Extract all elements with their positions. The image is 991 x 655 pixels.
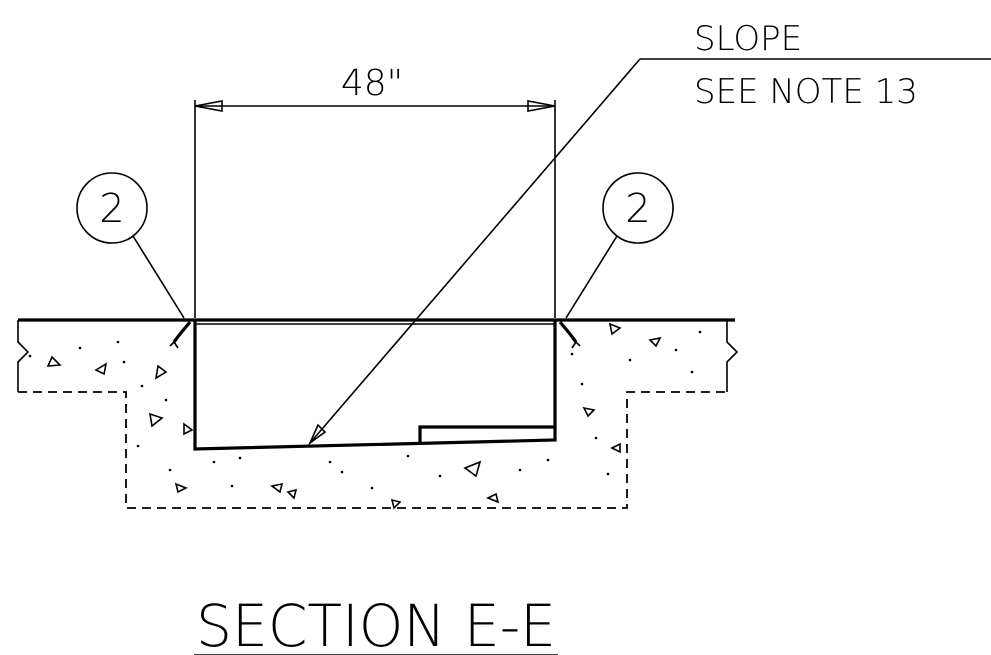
right-callout-label: 2 <box>625 186 650 232</box>
slope-leader: SLOPE SEE NOTE 13 <box>308 19 991 446</box>
section-title: SECTION E-E <box>196 592 556 655</box>
concrete-hatch <box>28 322 702 510</box>
slope-label: SLOPE <box>694 19 802 59</box>
left-callout-label: 2 <box>99 186 124 232</box>
width-dimension: 48" <box>194 63 556 318</box>
left-break-line <box>17 320 30 392</box>
right-anchor <box>558 320 581 349</box>
slope-note-label: SEE NOTE 13 <box>694 72 918 112</box>
concrete-boundary <box>18 391 727 509</box>
section-title-block: SECTION E-E <box>194 592 558 655</box>
left-callout: 2 <box>76 172 185 319</box>
right-callout: 2 <box>565 172 674 319</box>
width-dimension-label: 48" <box>341 63 403 104</box>
right-break-line <box>726 320 739 392</box>
trench-outline <box>193 320 557 451</box>
left-anchor <box>169 320 192 349</box>
